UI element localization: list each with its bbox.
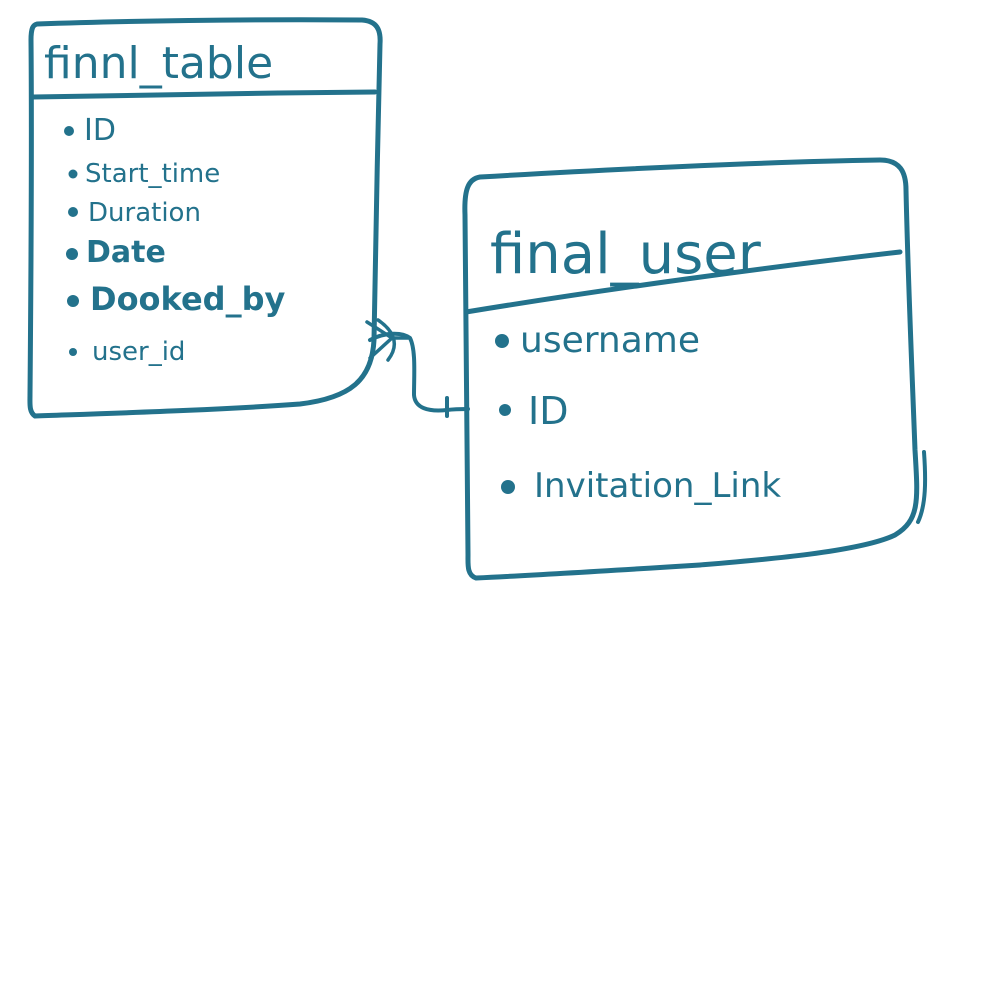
relationship-line bbox=[368, 331, 470, 413]
field-bullet bbox=[69, 348, 77, 356]
entity-final-table-divider bbox=[30, 89, 378, 100]
field-start-time: Start_time bbox=[85, 159, 220, 189]
field-bullet bbox=[68, 169, 78, 179]
field-bullet bbox=[64, 126, 74, 136]
field-bullet bbox=[67, 295, 79, 307]
entity-final-user-border-right bbox=[916, 450, 928, 524]
field-bullet bbox=[495, 334, 509, 348]
field-invitation-link: Invitation_Link bbox=[534, 466, 781, 506]
entity-final-table-fields: ID Start_time Duration Date Dooked_by us… bbox=[64, 113, 285, 367]
entity-final-user: final_user username ID Invitation_Link bbox=[462, 157, 928, 581]
field-booked-by: Dooked_by bbox=[90, 280, 285, 318]
entity-final-table: finnl_table ID Start_time Duration Date … bbox=[27, 17, 383, 419]
crows-foot-many-icon bbox=[365, 318, 410, 362]
field-user-id: user_id bbox=[92, 337, 185, 367]
field-date: Date bbox=[86, 235, 166, 270]
field-id: ID bbox=[84, 113, 116, 148]
field-duration: Duration bbox=[88, 198, 201, 228]
relationship-connector bbox=[365, 318, 470, 418]
field-username: username bbox=[520, 320, 700, 361]
field-bullet bbox=[499, 404, 511, 416]
field-user-pk-id: ID bbox=[528, 389, 568, 433]
field-bullet bbox=[66, 248, 78, 260]
field-bullet bbox=[68, 207, 78, 217]
entity-final-user-border bbox=[462, 157, 920, 581]
entity-final-user-title: final_user bbox=[490, 222, 762, 287]
entity-final-user-divider bbox=[463, 249, 903, 315]
entity-final-table-title: finnl_table bbox=[44, 38, 273, 89]
field-bullet bbox=[501, 480, 515, 494]
entity-final-user-fields: username ID Invitation_Link bbox=[495, 320, 781, 506]
entity-final-table-border bbox=[27, 17, 383, 419]
